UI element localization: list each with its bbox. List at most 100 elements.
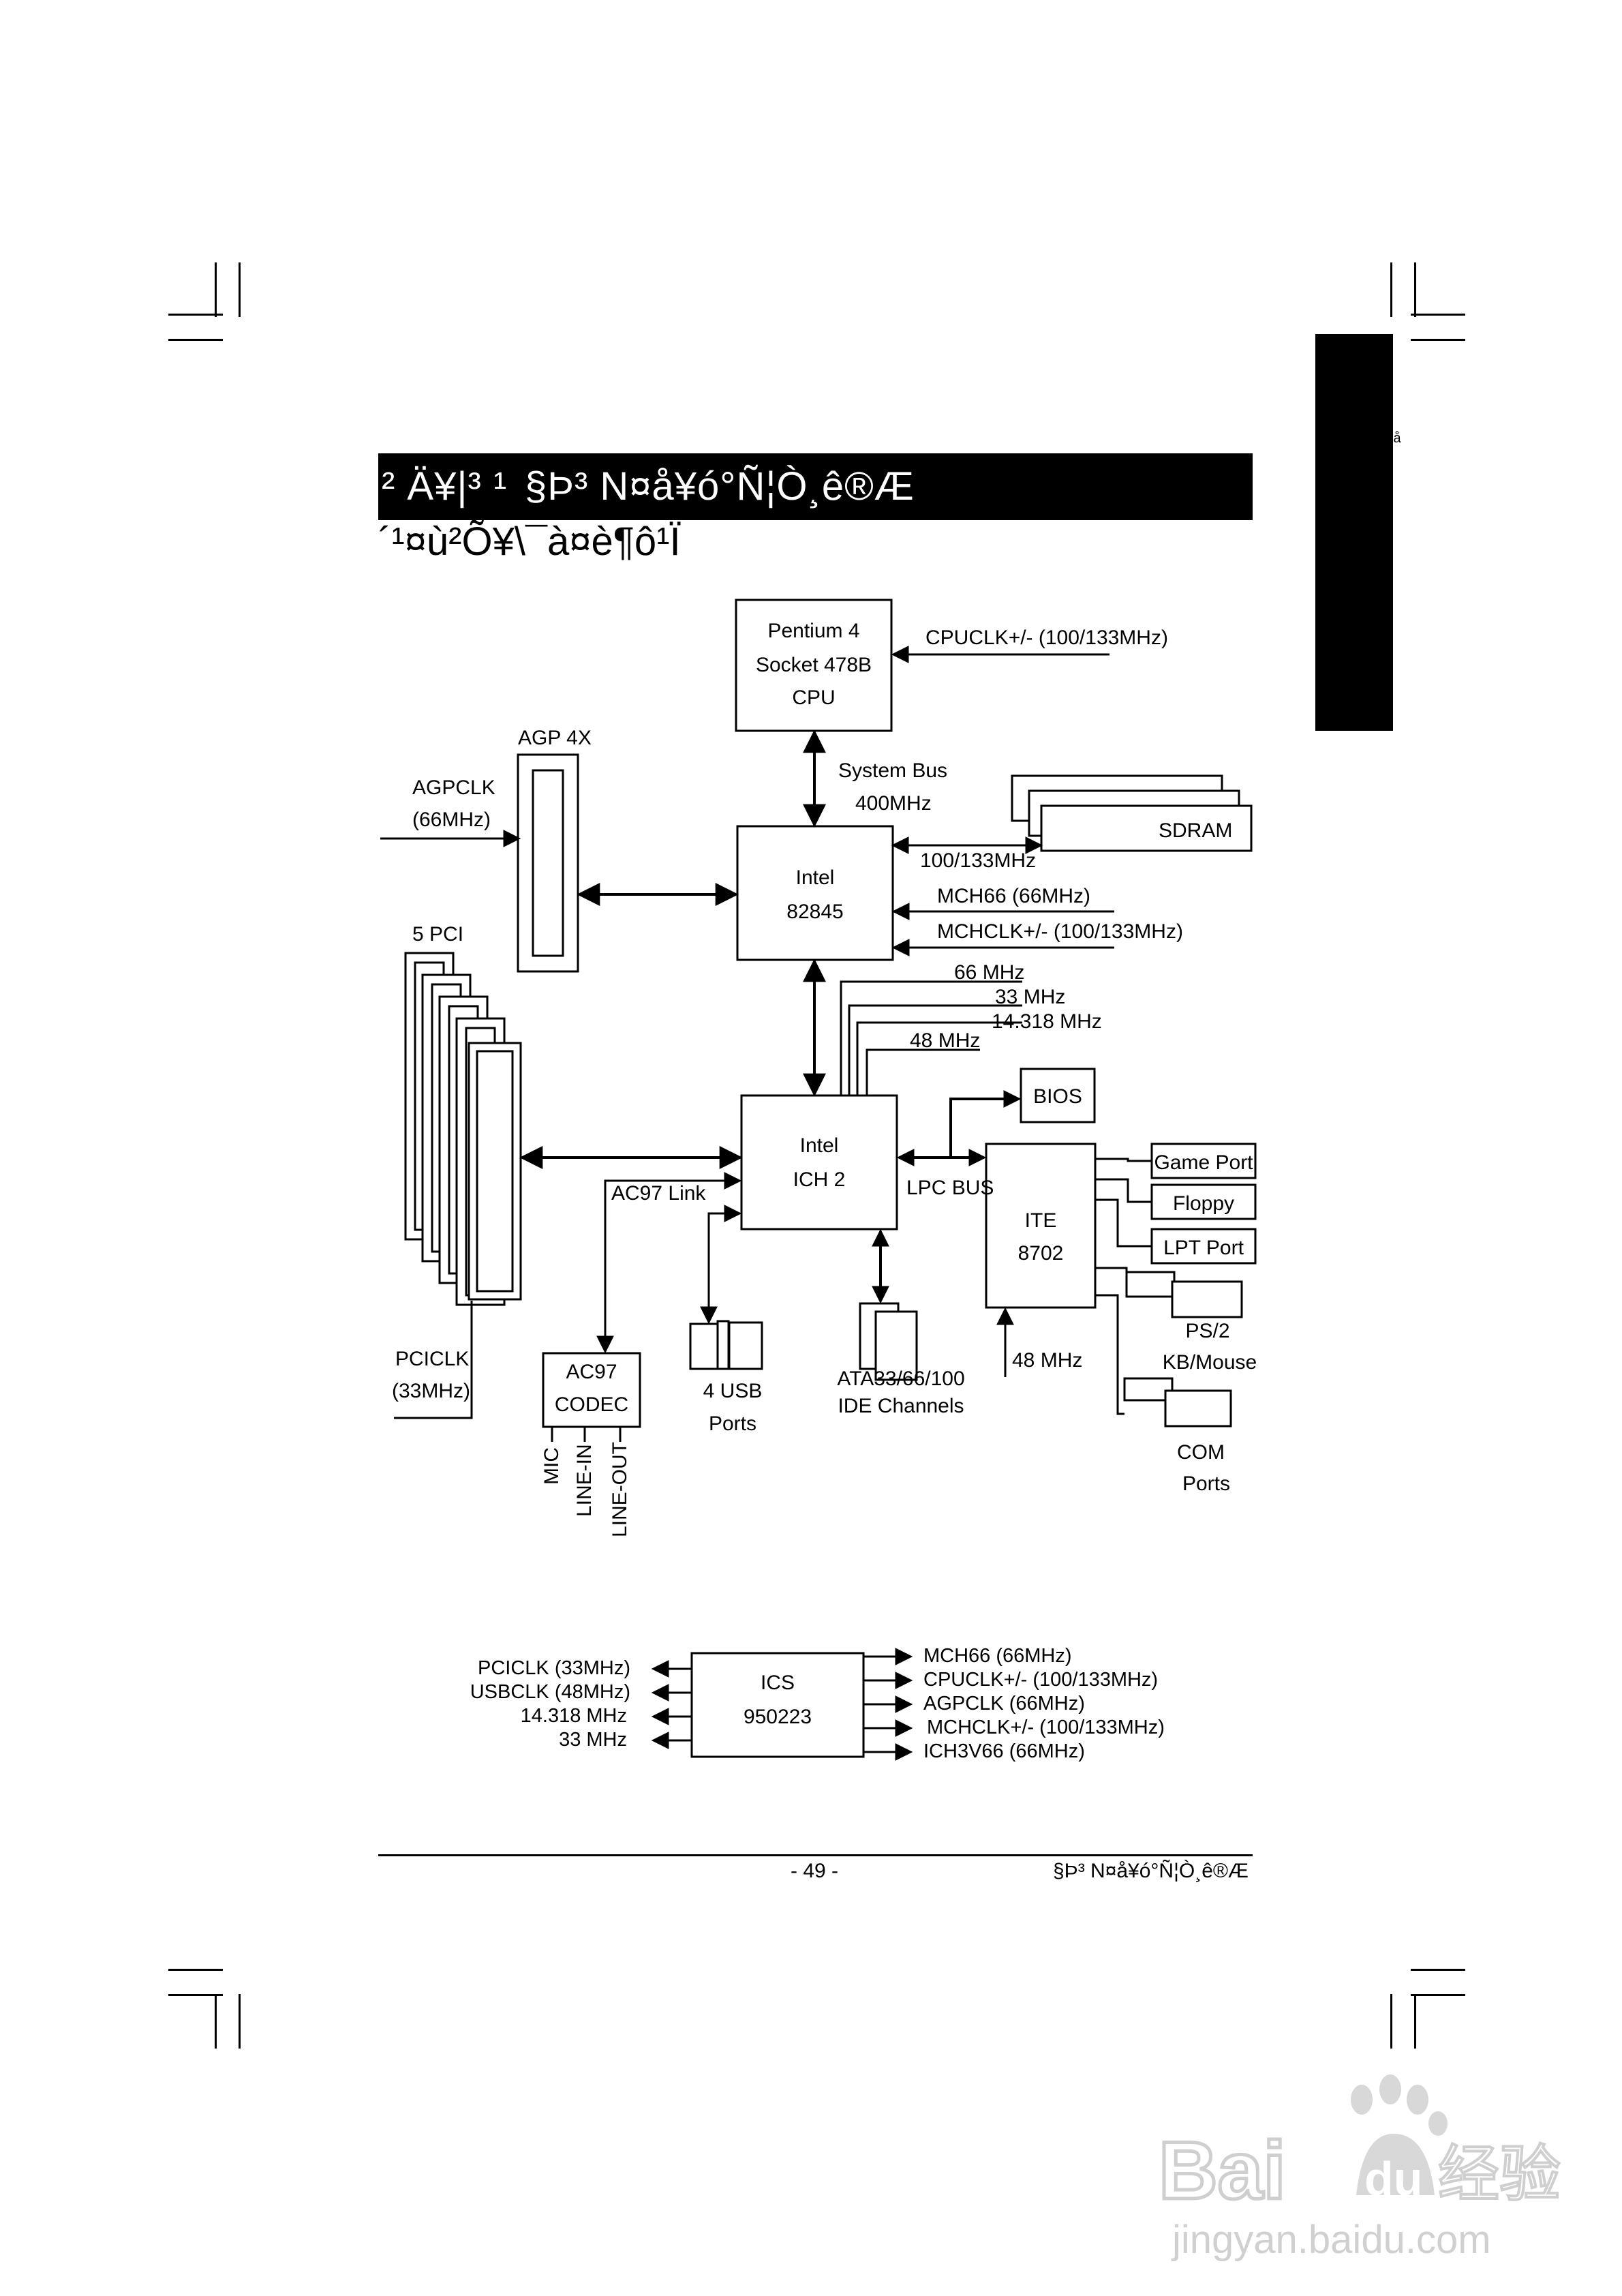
watermark-brand-left: Bai: [1159, 2125, 1286, 2216]
pciclk-label-2: (33MHz): [392, 1380, 470, 1402]
clockgen-left-output: 33 MHz: [559, 1729, 627, 1751]
system-bus-label-1: System Bus: [838, 759, 947, 782]
com-label-2: Ports: [1182, 1472, 1230, 1495]
clockgen-box: [690, 1652, 865, 1758]
pci-slot-inner: [476, 1050, 514, 1293]
crop-mark: [1411, 339, 1465, 341]
ps2-label-1: PS/2: [1185, 1320, 1229, 1342]
clockgen-right-output: CPUCLK+/- (100/133MHz): [923, 1669, 1158, 1691]
usb-connector: [716, 1320, 730, 1370]
watermark-url: jingyan.baidu.com: [1171, 2218, 1491, 2262]
page-subtitle: ´¹¤ù²Õ¥\¯à¤è¶ô¹Ï: [378, 519, 681, 564]
clockgen-label-2: 950223: [744, 1706, 812, 1728]
pci-label: 5 PCI: [412, 923, 463, 946]
ps2-label-2: KB/Mouse: [1163, 1351, 1257, 1374]
watermark-brand-cn: 经验: [1438, 2139, 1561, 2210]
ps2-connector: [1171, 1280, 1243, 1318]
agpclk-label-2: (66MHz): [412, 809, 491, 831]
ite-box: [985, 1143, 1097, 1309]
crop-mark: [168, 314, 223, 316]
mch-label-2: 82845: [786, 901, 843, 923]
clockgen-right-output: MCHCLK+/- (100/133MHz): [927, 1717, 1165, 1738]
chapter-side-tab: [1315, 334, 1393, 731]
crop-mark: [1414, 1994, 1416, 2049]
crop-mark: [168, 1994, 223, 1996]
section-number: ² Ä¥|³ ¹: [382, 464, 508, 509]
paw-toe: [1351, 2085, 1373, 2115]
usb-connector: [728, 1321, 763, 1370]
mch66-label: MCH66 (66MHz): [937, 885, 1090, 907]
paw-pad: [1356, 2134, 1435, 2195]
cpu-label-3: CPU: [792, 686, 835, 709]
crop-mark: [1411, 314, 1465, 316]
crop-mark: [1390, 1994, 1392, 2049]
codec-box: [542, 1352, 641, 1428]
usb-label-1: 4 USB: [703, 1380, 763, 1402]
clockgen-right-output: ICH3V66 (66MHz): [923, 1740, 1085, 1762]
ps2-connector: [1125, 1271, 1176, 1298]
mchclk-label: MCHCLK+/- (100/133MHz): [937, 920, 1183, 943]
line-in-label: LINE-IN: [573, 1444, 596, 1517]
mch-label-1: Intel: [796, 866, 835, 889]
section-header-bar: ² Ä¥|³ ¹ §Þ³ N¤å¥ó°Ñ¦Ò¸ê®Æ: [378, 453, 1253, 520]
floppy-label: Floppy: [1173, 1192, 1234, 1215]
crop-mark: [215, 1994, 217, 2049]
ite-label-1: ITE: [1025, 1209, 1057, 1232]
ite-label-2: 8702: [1018, 1242, 1064, 1265]
com-connector: [1123, 1377, 1174, 1402]
ich-label-1: Intel: [800, 1134, 839, 1157]
crop-mark: [1411, 1994, 1465, 1996]
agp-label: AGP 4X: [518, 727, 592, 749]
crop-mark: [168, 1969, 223, 1971]
crop-mark: [215, 262, 217, 317]
sdram-speed-label: 100/133MHz: [920, 849, 1036, 872]
ite-48mhz-label: 48 MHz: [1012, 1349, 1082, 1372]
crop-mark: [1390, 262, 1392, 317]
freq-14318: 14.318 MHz: [992, 1010, 1102, 1033]
paw-toe: [1428, 2111, 1448, 2136]
cpu-label-2: Socket 478B: [756, 654, 872, 676]
cpuclk-label: CPUCLK+/- (100/133MHz): [925, 626, 1168, 649]
agp-slot: [517, 753, 579, 973]
section-title: §Þ³ N¤å¥ó°Ñ¦Ò¸ê®Æ: [525, 464, 915, 509]
codec-label-1: AC97: [566, 1361, 617, 1383]
watermark-brand-right: du: [1364, 2152, 1423, 2205]
freq-33: 33 MHz: [995, 986, 1065, 1008]
freq-66: 66 MHz: [954, 961, 1024, 984]
clockgen-right-output: MCH66 (66MHz): [923, 1645, 1072, 1667]
page-number: - 49 -: [791, 1860, 839, 1882]
agp-slot-inner: [532, 769, 564, 957]
crop-mark: [239, 262, 241, 317]
com-label-1: COM: [1177, 1441, 1225, 1464]
ide-label-2: IDE Channels: [838, 1395, 964, 1417]
ich-box: [740, 1094, 898, 1230]
ich-label-2: ICH 2: [793, 1168, 846, 1191]
clockgen-left-output: USBCLK (48MHz): [470, 1681, 630, 1703]
crop-mark: [239, 1994, 241, 2049]
clockgen-left-output: PCICLK (33MHz): [478, 1657, 630, 1679]
usb-connector: [689, 1323, 719, 1370]
paw-toe: [1407, 2085, 1428, 2115]
cpu-label-1: Pentium 4: [767, 620, 859, 642]
mic-label: MIC: [540, 1447, 563, 1485]
ide-connector: [874, 1310, 918, 1381]
footer-rule: [378, 1854, 1253, 1856]
com-connector: [1164, 1389, 1232, 1428]
baidu-watermark: Bai du 经验 jingyan.baidu.com: [1159, 2074, 1562, 2262]
system-bus-label-2: 400MHz: [855, 792, 932, 815]
clockgen-right-output: AGPCLK (66MHz): [923, 1693, 1085, 1715]
pciclk-label-1: PCICLK: [395, 1348, 469, 1370]
sdram-module: [1040, 804, 1253, 852]
crop-mark: [1414, 262, 1416, 317]
ide-label-1: ATA33/66/100: [837, 1368, 964, 1390]
line-out-label: LINE-OUT: [609, 1442, 631, 1537]
clockgen-left-output: 14.318 MHz: [521, 1705, 627, 1727]
clockgen-label-1: ICS: [761, 1672, 795, 1694]
lpc-bus-label: LPC BUS: [906, 1177, 994, 1199]
codec-label-2: CODEC: [555, 1393, 628, 1416]
sdram-label: SDRAM: [1159, 819, 1232, 842]
crop-mark: [168, 339, 223, 341]
lpt-port-label: LPT Port: [1163, 1237, 1244, 1259]
crop-mark: [1411, 1969, 1465, 1971]
